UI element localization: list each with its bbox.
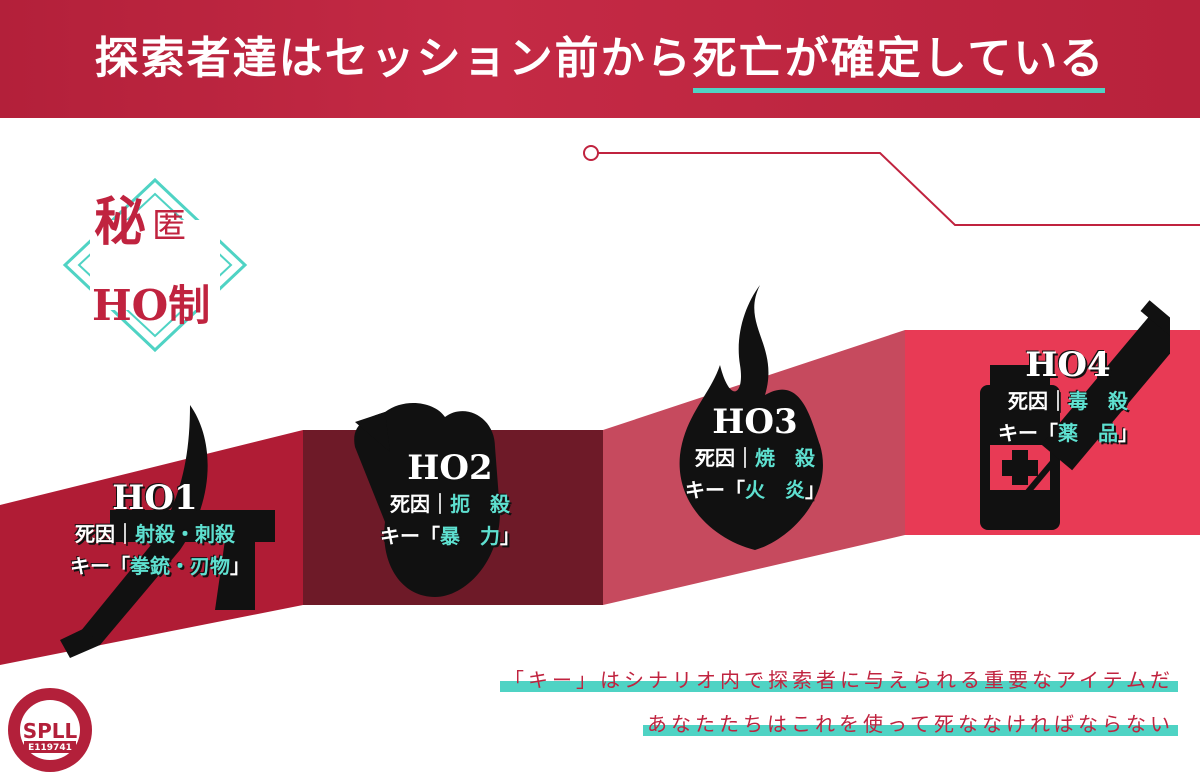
heart-icon	[354, 402, 500, 597]
page-title: 探索者達はセッション前から死亡が確定している	[0, 22, 1200, 93]
footer-line-2: あなたたちはこれを使って死ななければならない	[643, 708, 1178, 737]
logo-code: E119741	[28, 743, 72, 753]
ho3-key: キー「火 炎」	[685, 478, 825, 502]
badge-char-secret: 秘	[94, 192, 147, 253]
ho2-cause: 死因｜扼 殺	[390, 492, 510, 516]
medicine-syringe-icon	[980, 300, 1170, 530]
ho3-card: HO3 死因｜焼 殺 キー「火 炎」	[680, 402, 830, 506]
spll-logo: SPLL E119741	[8, 688, 92, 772]
ho2-card: HO2 死因｜扼 殺 キー「暴 力」	[375, 448, 525, 552]
logo-text: SPLL	[23, 719, 78, 743]
flame-icon	[679, 285, 823, 550]
title-highlight: 死亡が確定している	[692, 33, 1106, 93]
diamond-badge	[62, 177, 248, 353]
ho1-cause: 死因｜射殺・刺殺	[75, 522, 235, 546]
ho1-card: HO1 死因｜射殺・刺殺 キー「拳銃・刃物」	[70, 478, 250, 582]
ho1-key: キー「拳銃・刃物」	[70, 554, 250, 578]
ho4-key: キー「薬 品」	[998, 421, 1138, 445]
ho3-label: HO3	[712, 402, 798, 442]
ho4-label: HO4	[1025, 345, 1111, 385]
knife-gun-icon	[60, 405, 275, 658]
badge-char-hidden: 匿	[152, 206, 186, 246]
badge-ho-system: HO制	[92, 281, 211, 330]
ho1-label: HO1	[112, 478, 198, 518]
title-part1: 探索者達はセッション前から	[94, 33, 693, 84]
ho4-card: HO4 死因｜毒 殺 キー「薬 品」	[993, 345, 1143, 449]
ho4-cause: 死因｜毒 殺	[1008, 389, 1128, 413]
ho2-key: キー「暴 力」	[380, 524, 520, 548]
header-banner: 探索者達はセッション前から死亡が確定している	[0, 0, 1200, 118]
footer-line-1: 「キー」はシナリオ内で探索者に与えられる重要なアイテムだ	[500, 664, 1178, 693]
ho2-label: HO2	[407, 448, 493, 488]
ho3-cause: 死因｜焼 殺	[695, 446, 815, 470]
